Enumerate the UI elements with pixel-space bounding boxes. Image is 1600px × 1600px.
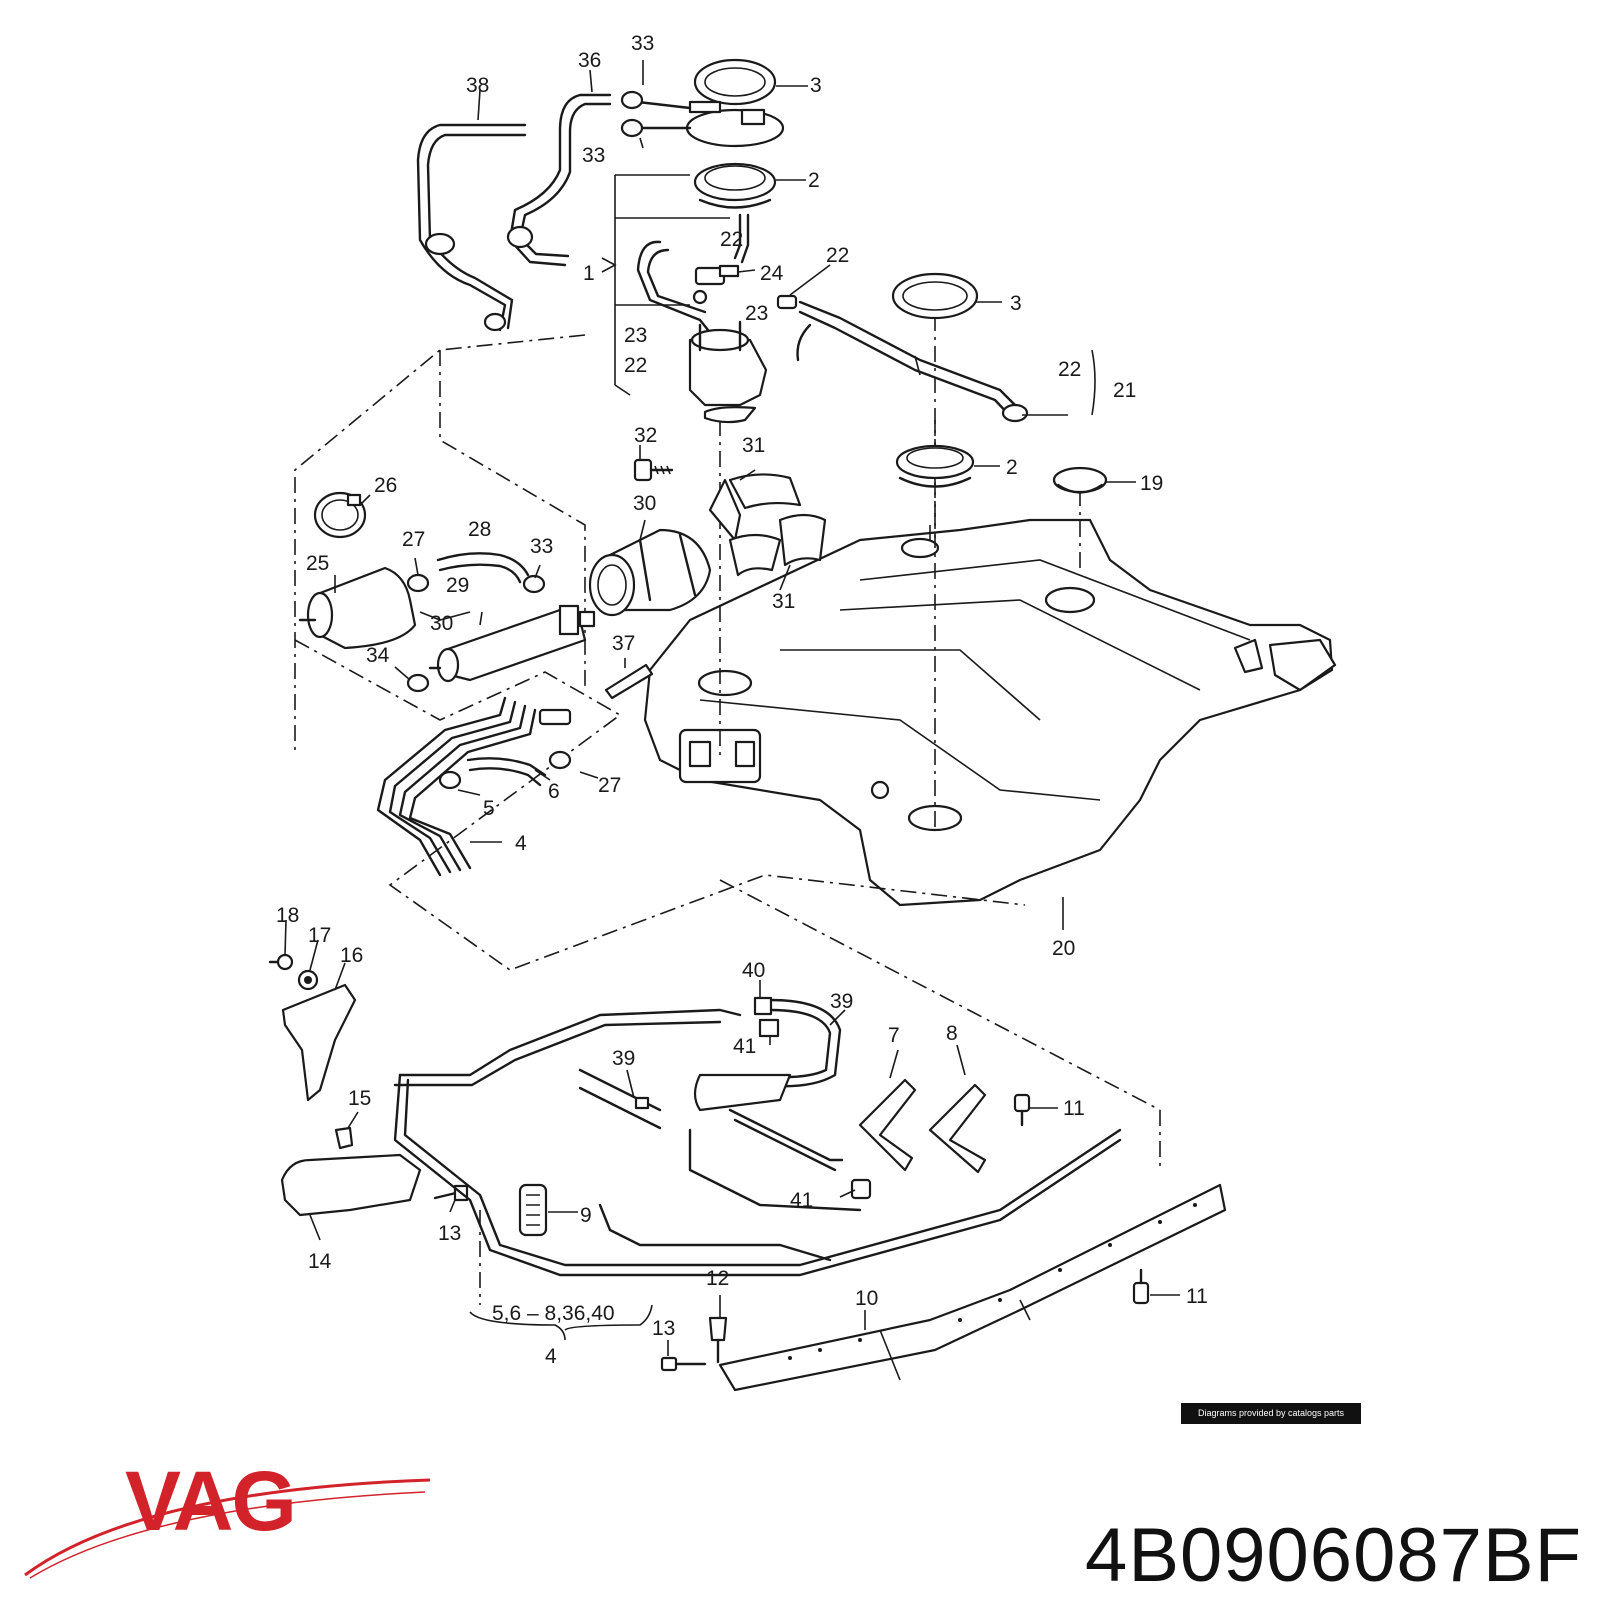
callout-32: 32 <box>634 424 657 447</box>
callout-20: 20 <box>1052 937 1075 960</box>
callout-3-top: 3 <box>810 74 822 97</box>
brand-logo-text: VAG <box>125 1454 295 1548</box>
callout-1: 1 <box>583 262 595 285</box>
diagram-credit: Diagrams provided by catalogs parts <box>1181 1403 1361 1424</box>
retaining-brackets <box>708 473 827 577</box>
callout-33-mid: 33 <box>582 144 605 167</box>
callout-24: 24 <box>760 262 784 285</box>
callout-11-bottom: 11 <box>1186 1285 1208 1308</box>
clips-7-8 <box>858 1078 987 1174</box>
callout-17: 17 <box>308 924 331 947</box>
callout-38: 37 <box>612 632 635 655</box>
callout-7: 7 <box>888 1024 900 1047</box>
callout-2-top: 2 <box>808 169 820 192</box>
callout-4-top: 4 <box>515 832 527 855</box>
sleeve-9 <box>518 1183 548 1237</box>
callout-33-top: 33 <box>631 32 654 55</box>
brand-logo[interactable]: VAG <box>20 1450 450 1585</box>
in-tank-pump <box>428 604 596 683</box>
part-number: 4B0906087BF <box>1085 1513 1582 1598</box>
fuel-lines-upper <box>376 696 572 877</box>
callout-39: 39 <box>612 1047 635 1070</box>
callout-28: 28 <box>468 518 491 541</box>
locking-ring-right <box>891 272 979 320</box>
fuel-pump-module <box>636 213 768 424</box>
hose-28 <box>436 552 530 584</box>
callout-27-top: 27 <box>402 528 425 551</box>
callout-15: 15 <box>348 1087 371 1110</box>
mount-bracket-14 <box>280 1126 469 1217</box>
callout-26: 26 <box>374 474 397 497</box>
callout-22-a: 22 <box>720 228 743 251</box>
callout-22-b: 22 <box>826 244 849 267</box>
callout-3-right: 3 <box>1010 292 1022 315</box>
filter-housing <box>588 528 712 617</box>
pipe-38 <box>604 663 654 700</box>
callout-23-b: 23 <box>624 324 647 347</box>
callout-10: 10 <box>855 1287 878 1310</box>
callout-30-mid: 30 <box>430 612 453 635</box>
callout-18: 18 <box>276 904 299 927</box>
callout-21: 21 <box>1113 379 1136 402</box>
callout-40: 40 <box>742 959 765 982</box>
heat-shield <box>718 1183 1227 1392</box>
bolt-11-bottom <box>1132 1268 1150 1305</box>
vent-hoses <box>416 93 612 332</box>
callout-36: 39 <box>830 990 853 1013</box>
seal-ring-right <box>895 444 975 488</box>
fuel-tank <box>643 518 1337 907</box>
callout-labels: 33 36 38 3 33 2 22 22 24 1 3 23 23 22 22… <box>276 32 1208 1368</box>
callout-27-bottom: 27 <box>598 774 621 797</box>
callout-41-top: 41 <box>733 1035 756 1058</box>
callout-33-low: 33 <box>530 535 553 558</box>
clamp-26 <box>313 491 367 539</box>
clip-39 <box>578 1068 662 1130</box>
callout-12: 12 <box>706 1267 729 1290</box>
callout-8: 8 <box>946 1022 958 1045</box>
callout-11-top: 11 <box>1063 1097 1085 1120</box>
filler-seal <box>1052 466 1108 494</box>
callout-37: 38 <box>466 74 489 97</box>
clamps-small <box>406 573 572 790</box>
callout-23-a: 23 <box>745 302 768 325</box>
callout-31-bottom: 31 <box>772 590 795 613</box>
callout-29: 29 <box>446 574 469 597</box>
seal-ring-top <box>693 162 777 209</box>
callout-30-top: 30 <box>633 492 656 515</box>
callout-13-top: 13 <box>438 1222 461 1245</box>
callout-25: 25 <box>306 552 329 575</box>
callout-2-right: 2 <box>1006 456 1018 479</box>
callout-5: 5 <box>483 797 495 820</box>
callout-range: 5,6 – 8,36,40 <box>492 1302 615 1325</box>
callout-19: 19 <box>1140 472 1163 495</box>
vag-logo-mark: VAG <box>24 1454 431 1579</box>
callout-6: 6 <box>548 780 560 803</box>
leader-lines <box>284 60 1180 1356</box>
callout-41-bottom: 41 <box>790 1189 813 1212</box>
callout-22-d: 22 <box>624 354 647 377</box>
callout-35: 36 <box>578 49 601 72</box>
callout-31-top: 31 <box>742 434 765 457</box>
mount-bracket-16 <box>268 953 357 1102</box>
assembly-outline-upper <box>294 334 1026 971</box>
locking-ring-top <box>620 58 785 148</box>
fuel-lines-lower <box>393 996 1122 1277</box>
callout-4-bottom: 4 <box>545 1345 557 1368</box>
bolt-13-bottom <box>660 1356 707 1372</box>
callout-14: 14 <box>308 1250 332 1273</box>
callout-9: 9 <box>580 1204 592 1227</box>
callout-22-c: 22 <box>1058 358 1081 381</box>
callout-13-bottom: 13 <box>652 1317 675 1340</box>
clip-12 <box>708 1316 728 1364</box>
bolt-11-top <box>1013 1093 1031 1127</box>
callout-16: 16 <box>340 944 363 967</box>
fuel-filter <box>298 566 417 650</box>
bolt-32 <box>633 458 674 482</box>
callout-34: 34 <box>366 644 390 667</box>
vent-line <box>776 294 1029 423</box>
